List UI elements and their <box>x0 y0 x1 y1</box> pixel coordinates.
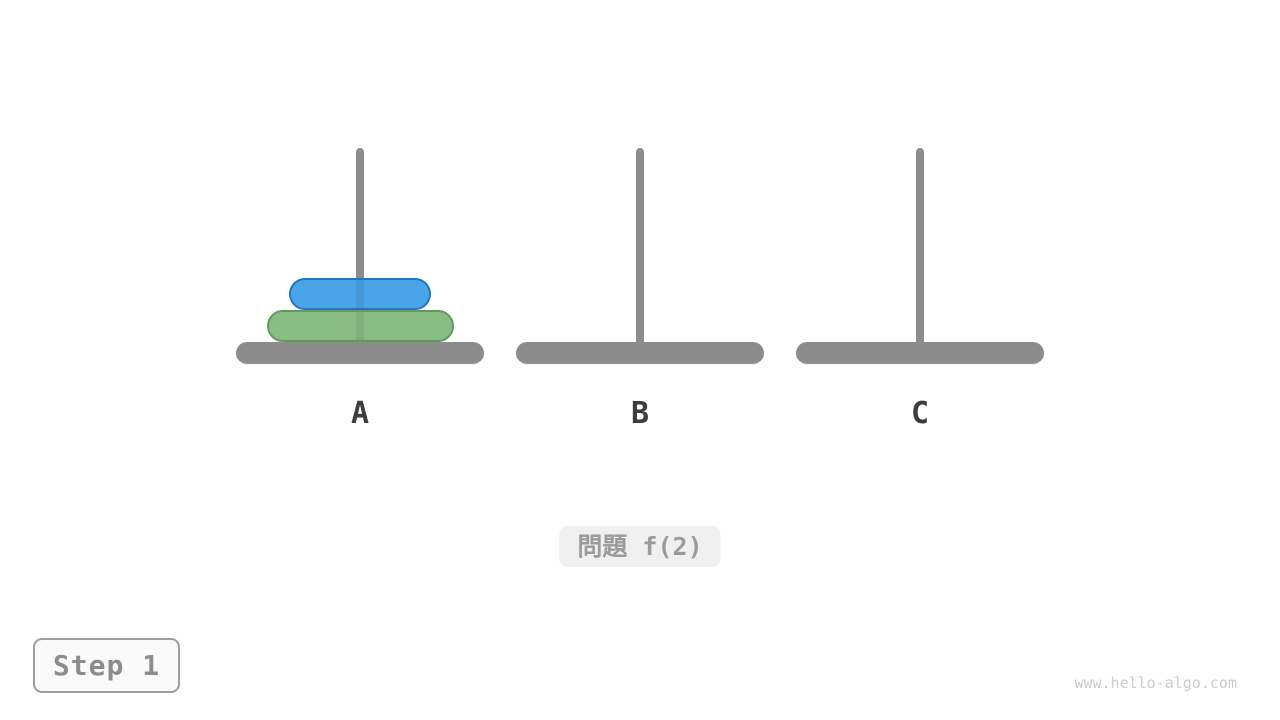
disk-green-size-2 <box>266 310 454 342</box>
tower-a: A <box>236 140 484 440</box>
peg-pole-a <box>356 148 364 348</box>
tower-c: C <box>796 140 1044 440</box>
peg-pole-b <box>636 148 644 348</box>
problem-badge: 問題 f(2) <box>559 526 721 567</box>
peg-pole-c <box>916 148 924 348</box>
disk-blue-size-1 <box>289 278 431 310</box>
watermark: www.hello-algo.com <box>1074 674 1237 692</box>
tower-label-b: B <box>630 396 650 431</box>
tower-label-c: C <box>910 396 930 431</box>
disk-stack-a <box>236 278 484 342</box>
tower-b: B <box>516 140 764 440</box>
peg-base-b <box>516 342 764 364</box>
tower-label-a: A <box>350 396 370 431</box>
step-badge: Step 1 <box>33 638 180 693</box>
peg-base-c <box>796 342 1044 364</box>
peg-base-a <box>236 342 484 364</box>
